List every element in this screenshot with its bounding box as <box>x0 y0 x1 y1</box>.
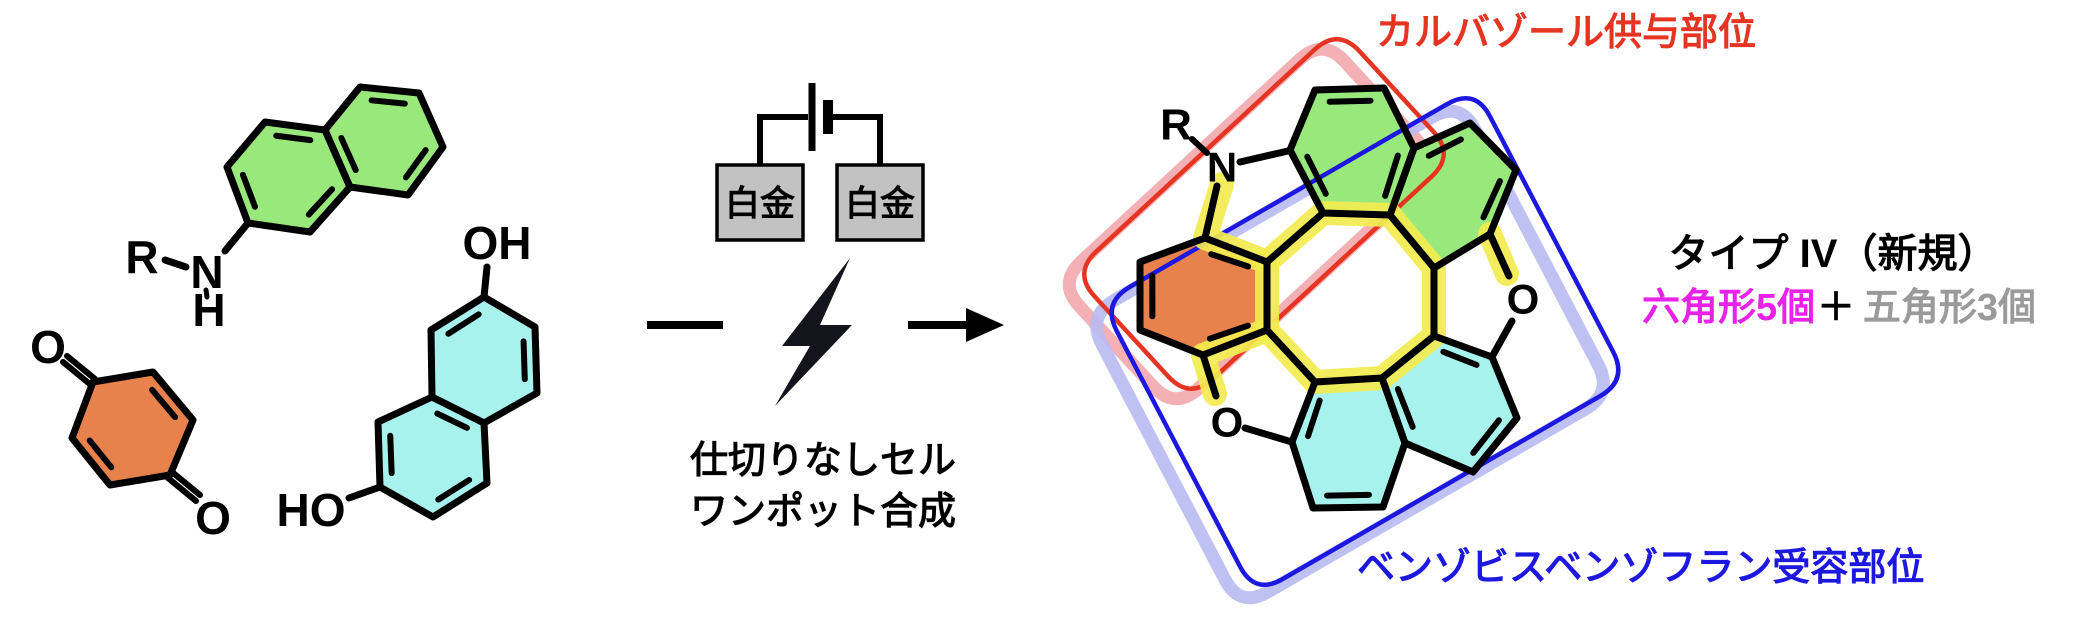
hexagon-count-label: 六角形5個 <box>1642 287 1815 329</box>
cell-caption-line1: 仕切りなしセル <box>690 440 956 482</box>
cell-caption-line2: ワンポット合成 <box>690 491 956 533</box>
quinone-o-top-label: O <box>30 321 66 373</box>
bond-2 <box>203 287 210 300</box>
amine-n-label: N <box>190 246 223 298</box>
bond-16 <box>1486 230 1513 280</box>
product-r-label: R <box>1160 101 1192 150</box>
plus-sign-label: ＋ <box>1817 287 1855 329</box>
product-cyan-ring-d-fill <box>1292 378 1405 508</box>
diol-ring-bottom-double-bond-1 <box>435 477 473 503</box>
reactant-naphthalene-ring-b-double-bond-2 <box>338 134 359 174</box>
left-wire <box>757 114 808 167</box>
electrode-left-label: 白金 <box>725 184 796 224</box>
product-n-label: N <box>1207 144 1237 191</box>
bond-8 <box>165 475 199 504</box>
reactant-naphthalene-ring-a-double-bond-0 <box>273 132 314 144</box>
diol-oh-label: OH <box>463 217 532 269</box>
reaction-arrow-dash <box>647 321 723 329</box>
acceptor-box-shadow <box>1090 104 1610 605</box>
bond-18 <box>1189 136 1210 156</box>
bond-strokes <box>60 83 1521 521</box>
product-green-ring-a-double-bond-0 <box>1326 97 1374 105</box>
bond-13 <box>1263 326 1319 386</box>
product-green-ring-b-double-bond-0 <box>1425 136 1464 159</box>
bond-5 <box>64 353 98 382</box>
electrode-box-left <box>715 163 805 242</box>
electrochemical-cell <box>647 83 1004 406</box>
product-cyan-ring-c-double-bond-2 <box>1394 386 1416 430</box>
bond-7 <box>169 469 203 498</box>
bond-0 <box>221 219 252 255</box>
lightning-bolt-icon <box>775 258 852 406</box>
diol-ring-bottom-double-bond-2 <box>387 432 395 477</box>
pentagon-count-label: 五角形3個 <box>1863 287 2036 329</box>
diol-ring-bottom <box>374 393 491 521</box>
bond-6 <box>60 359 94 388</box>
quinone-o-bottom-label: O <box>195 492 231 544</box>
amine-r-label: R <box>125 231 158 283</box>
bond-14 <box>1199 351 1220 400</box>
product-cyan-ring-d-double-bond-1 <box>1305 397 1323 440</box>
product-cyan-ring-d-double-bond-0 <box>1324 491 1372 499</box>
product-green-ring-a-double-bond-2 <box>1304 153 1329 197</box>
product-o-left-label: O <box>1211 399 1244 446</box>
bond-15 <box>1241 424 1296 446</box>
type-iv-label: タイプ IV（新規） <box>1669 232 1998 276</box>
product-cyan-ring-c-double-bond-1 <box>1470 417 1502 456</box>
carbazole-donor-label: カルバゾール供与部位 <box>1376 12 1756 54</box>
reactant-naphthalene-ring-a-double-bond-2 <box>239 171 258 210</box>
reactant-naphthalene-ring-b-double-bond-0 <box>368 97 408 107</box>
reaction-arrow-head-icon <box>966 308 1004 342</box>
reactant-naphthalene-ring-a-double-bond-1 <box>305 186 336 218</box>
bond-3 <box>480 263 491 301</box>
diol-ring-top-double-bond-1 <box>520 338 528 383</box>
product-green-ring-b-double-bond-1 <box>1480 178 1503 221</box>
diol-ring-top-double-bond-0 <box>445 311 482 337</box>
product-cyan-ring-c-double-bond-0 <box>1440 348 1480 368</box>
bond-10 <box>1236 147 1292 166</box>
bond-4 <box>345 483 384 502</box>
diol-ho-label: HO <box>277 484 346 536</box>
product-o-right-label: O <box>1507 276 1540 323</box>
product-orange-ring-fill <box>1140 238 1267 355</box>
diol-ring-bottom-double-bond-0 <box>434 410 470 431</box>
benzoquinone-ring-double-bond-0 <box>149 386 179 421</box>
amine-h-label: H <box>192 284 225 336</box>
benzobisbenzofuran-acceptor-label: ベンゾビスベンゾフラン受容部位 <box>1357 547 1924 589</box>
benzoquinone-ring <box>68 368 197 489</box>
product-orange-ring-double-bond-1 <box>1206 322 1251 342</box>
bond-11 <box>1263 209 1327 266</box>
benzoquinone-ring-double-bond-1 <box>86 437 115 471</box>
right-wire <box>832 114 883 167</box>
electrode-right-label: 白金 <box>845 184 916 224</box>
bond-17 <box>1489 317 1516 359</box>
reactant-naphthalene-ring-b-double-bond-1 <box>402 147 429 181</box>
product-orange-ring-double-bond-0 <box>1208 251 1252 270</box>
bond-9 <box>1201 182 1221 242</box>
labels: R N H O O OH HO 白金 白金 仕切りなしセル ワンポット合成 R … <box>30 12 2036 589</box>
bond-1 <box>161 256 190 271</box>
reactant-naphthalene-ring-b <box>321 83 447 199</box>
electrode-box-right <box>835 163 925 242</box>
benzobisbenzofuran-acceptor-box <box>1109 95 1621 588</box>
product-green-ring-a-double-bond-1 <box>1382 152 1401 199</box>
